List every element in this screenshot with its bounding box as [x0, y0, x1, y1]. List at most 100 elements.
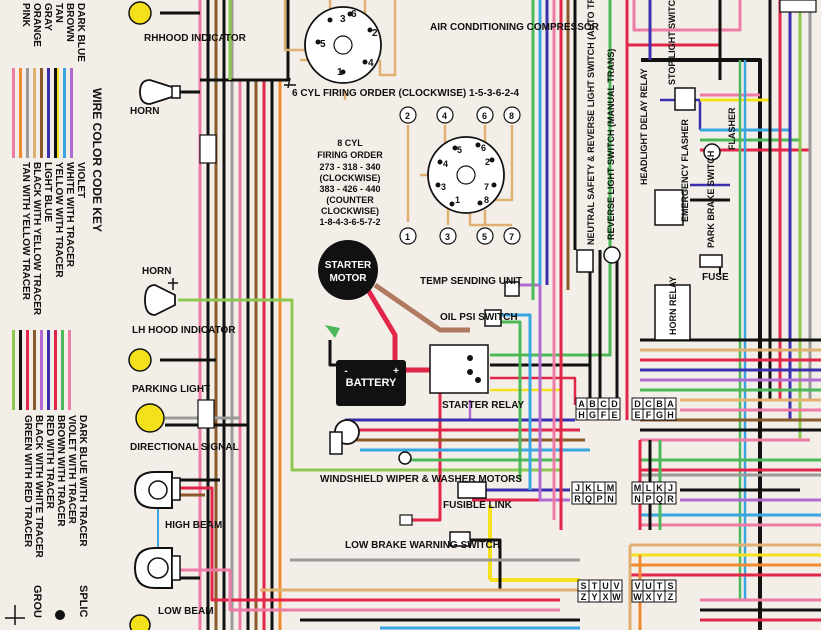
- eight-cyl-line-3: 273 - 318 - 340: [319, 162, 380, 172]
- connector-pin-label: Q: [656, 494, 663, 504]
- harness-clip-2: [197, 399, 215, 429]
- connector-pin-label: T: [592, 581, 598, 591]
- stop-light-switch-box: [674, 87, 696, 111]
- connector-pin-label: S: [580, 581, 586, 591]
- connector-pin-label: K: [656, 483, 663, 493]
- low-brake-label: LOW BRAKE WARNING SWITCH: [345, 540, 500, 551]
- six-num-5: 4: [368, 58, 374, 69]
- starter-label-1: STARTER: [325, 260, 372, 271]
- key-brown-tracer: BROWN WITH TRACER: [55, 415, 66, 527]
- connector-pin-label: W: [612, 592, 621, 602]
- inner-num-7: 7: [484, 182, 489, 192]
- key-white-tracer: WHITE WITH TRACER: [64, 162, 75, 268]
- key-brown: BROWN: [64, 3, 75, 42]
- connector-pin-label: J: [575, 483, 580, 493]
- connector-pin-label: Z: [668, 592, 674, 602]
- harness-clip: [199, 134, 217, 164]
- connector-pin-label: H: [667, 410, 674, 420]
- reverse-label: REVERSE LIGHT SWITCH (MANUAL TRANS): [606, 49, 616, 240]
- directional-signal-lamp: [133, 471, 181, 509]
- key-red-tracer: RED WITH TRACER: [44, 415, 55, 510]
- starter-relay-label: STARTER RELAY: [442, 400, 525, 411]
- labels: WIRE COLOR CODE KEY DARK BLUE BROWN TAN …: [20, 0, 737, 618]
- eight-cyl-line-2: FIRING ORDER: [317, 150, 383, 160]
- six-cyl-distributor: 6 1 5 2 4 3: [284, 6, 382, 89]
- connector-pin-label: B: [656, 399, 663, 409]
- connector-pin-label: U: [645, 581, 652, 591]
- connector-pin-label: V: [613, 581, 619, 591]
- connector-pin-label: B: [589, 399, 596, 409]
- eight-cyl-line-7: CLOCKWISE): [321, 206, 379, 216]
- inner-num-6: 6: [481, 143, 486, 153]
- temp-label: TEMP SENDING UNIT: [420, 276, 522, 287]
- fuse-box: [699, 254, 723, 268]
- connector-pin-label: W: [633, 592, 642, 602]
- connector-pin-label: R: [667, 494, 674, 504]
- connector-pin-label: D: [634, 399, 641, 409]
- key-light-blue: LIGHT BLUE: [42, 162, 53, 222]
- connector-pin-label: Y: [591, 592, 597, 602]
- key-swatches-tracer: [12, 330, 71, 410]
- wiper-label: WINDSHIELD WIPER & WASHER MOTORS: [320, 474, 522, 485]
- connector-pin-label: E: [634, 410, 640, 420]
- connector-cell: [608, 408, 621, 421]
- battery-plus-label: +: [393, 366, 399, 377]
- key-dark-blue-tracer: DARK BLUE WITH TRACER: [77, 415, 88, 547]
- connector-pin-label: M: [634, 483, 642, 493]
- six-num-1: 6: [351, 9, 357, 20]
- key-gray: GRAY: [42, 3, 53, 31]
- flasher-label: FLASHER: [727, 107, 737, 150]
- ground-symbol-icon: [284, 77, 296, 89]
- key-ground: GROU: [31, 585, 43, 618]
- connector-pin-label: C: [600, 399, 607, 409]
- six-num-2: 1: [337, 67, 343, 78]
- connector-pin-label: Y: [656, 592, 662, 602]
- rh-hood-indicator-lamp: [128, 1, 152, 25]
- ring-num-7: 7: [509, 232, 514, 242]
- connector-pin-label: K: [585, 483, 592, 493]
- key-violet-tracer: VIOLET WITH TRACER: [66, 415, 77, 525]
- key-tan: TAN: [53, 3, 64, 23]
- bottom-lamp: [129, 614, 151, 630]
- lh-hood-indicator-lamp: [128, 348, 152, 372]
- starter-motor: STARTER MOTOR: [318, 240, 378, 300]
- stop-light-label: STOP LIGHT SWITCH: [667, 0, 677, 85]
- starter-relay-box: [429, 344, 489, 394]
- connector-pin-label: N: [634, 494, 641, 504]
- inner-num-5: 5: [457, 145, 462, 155]
- key-violet: VIOLET: [75, 162, 86, 198]
- connector-pin-label: P: [645, 494, 651, 504]
- splice-icon: [55, 610, 65, 620]
- key-green-red: GREEN WITH RED TRACER: [22, 415, 33, 548]
- eight-cyl-line-1: 8 CYL: [337, 138, 363, 148]
- eight-cyl-distributor: 2 4 6 8 1 3 5 7 5 4 3 6 2 7 8 1: [399, 106, 521, 245]
- park-brake-label: PARK BRAKE SWITCH: [706, 151, 716, 248]
- ring-num-3: 3: [445, 232, 450, 242]
- connector-cell: [664, 408, 677, 421]
- fusible-label: FUSIBLE LINK: [443, 500, 513, 511]
- starter-label-2: MOTOR: [329, 273, 367, 284]
- ring-num-5: 5: [482, 232, 487, 242]
- emergency-label: EMERGENCY FLASHER: [680, 119, 690, 222]
- horn-bottom-icon: [144, 278, 178, 316]
- connector-pin-label: Z: [581, 592, 587, 602]
- inner-num-1: 1: [455, 195, 460, 205]
- connector-pin-label: F: [646, 410, 652, 420]
- low-beam-lamp: [133, 547, 181, 589]
- six-cyl-label: 6 CYL FIRING ORDER (CLOCKWISE) 1-5-3-6-2…: [292, 88, 519, 99]
- headlight-relay-label: HEADLIGHT DELAY RELAY: [639, 68, 649, 185]
- connector-pin-label: M: [607, 483, 615, 493]
- battery: BATTERY - +: [336, 360, 406, 406]
- key-splice: SPLIC: [77, 585, 89, 617]
- connector-pin-label: X: [645, 592, 651, 602]
- key-yellow-tracer: YELLOW WITH TRACER: [53, 162, 64, 278]
- wiper-motor-icon: [329, 419, 412, 465]
- key-pink: PINK: [20, 3, 31, 28]
- lh-hood-label: LH HOOD INDICATOR: [132, 325, 236, 336]
